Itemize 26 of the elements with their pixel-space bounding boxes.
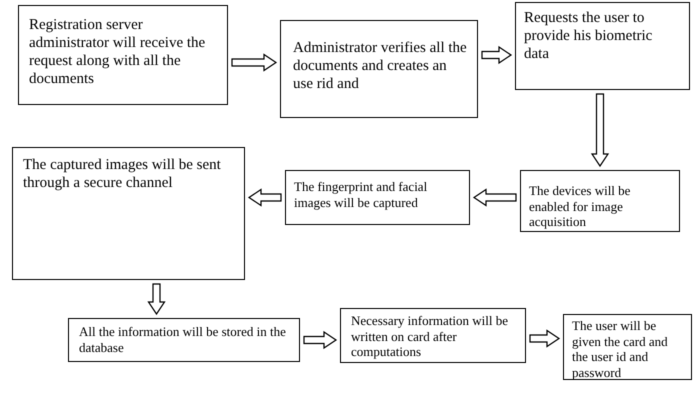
process-box <box>520 170 680 232</box>
process-box <box>280 20 478 118</box>
box-text: Requests the user to provide his biometric data <box>524 9 654 63</box>
block-arrow <box>147 283 166 316</box>
process-box <box>285 170 470 225</box>
box-text: The fingerprint and facial images will be captured <box>294 179 428 210</box>
process-box <box>68 318 300 362</box>
box-text: The user will be given the card and the user id and password <box>572 318 669 380</box>
block-arrow <box>472 188 517 207</box>
block-arrow <box>248 188 282 207</box>
block-arrow <box>481 46 512 64</box>
block-arrow <box>590 93 610 168</box>
block-arrow <box>529 329 560 348</box>
box-text: All the information will be stored in the database <box>79 324 287 356</box>
box-text: Necessary information will be written on card after computations <box>351 313 510 360</box>
process-box <box>515 2 690 90</box>
block-arrow <box>231 53 278 72</box>
box-text: The devices will be enabled for image acquisition <box>529 183 632 230</box>
block-arrow <box>303 330 338 350</box>
box-text: Administrator verifies all the documents and creates an use rid and <box>293 39 468 93</box>
process-box <box>563 314 692 380</box>
process-box <box>340 308 526 363</box>
process-box <box>12 147 245 280</box>
box-text: Registration server administrator will receive the request along with all the documents <box>29 16 206 88</box>
box-text: The captured images will be sent through a secure channel <box>23 156 222 192</box>
process-box <box>18 5 228 105</box>
